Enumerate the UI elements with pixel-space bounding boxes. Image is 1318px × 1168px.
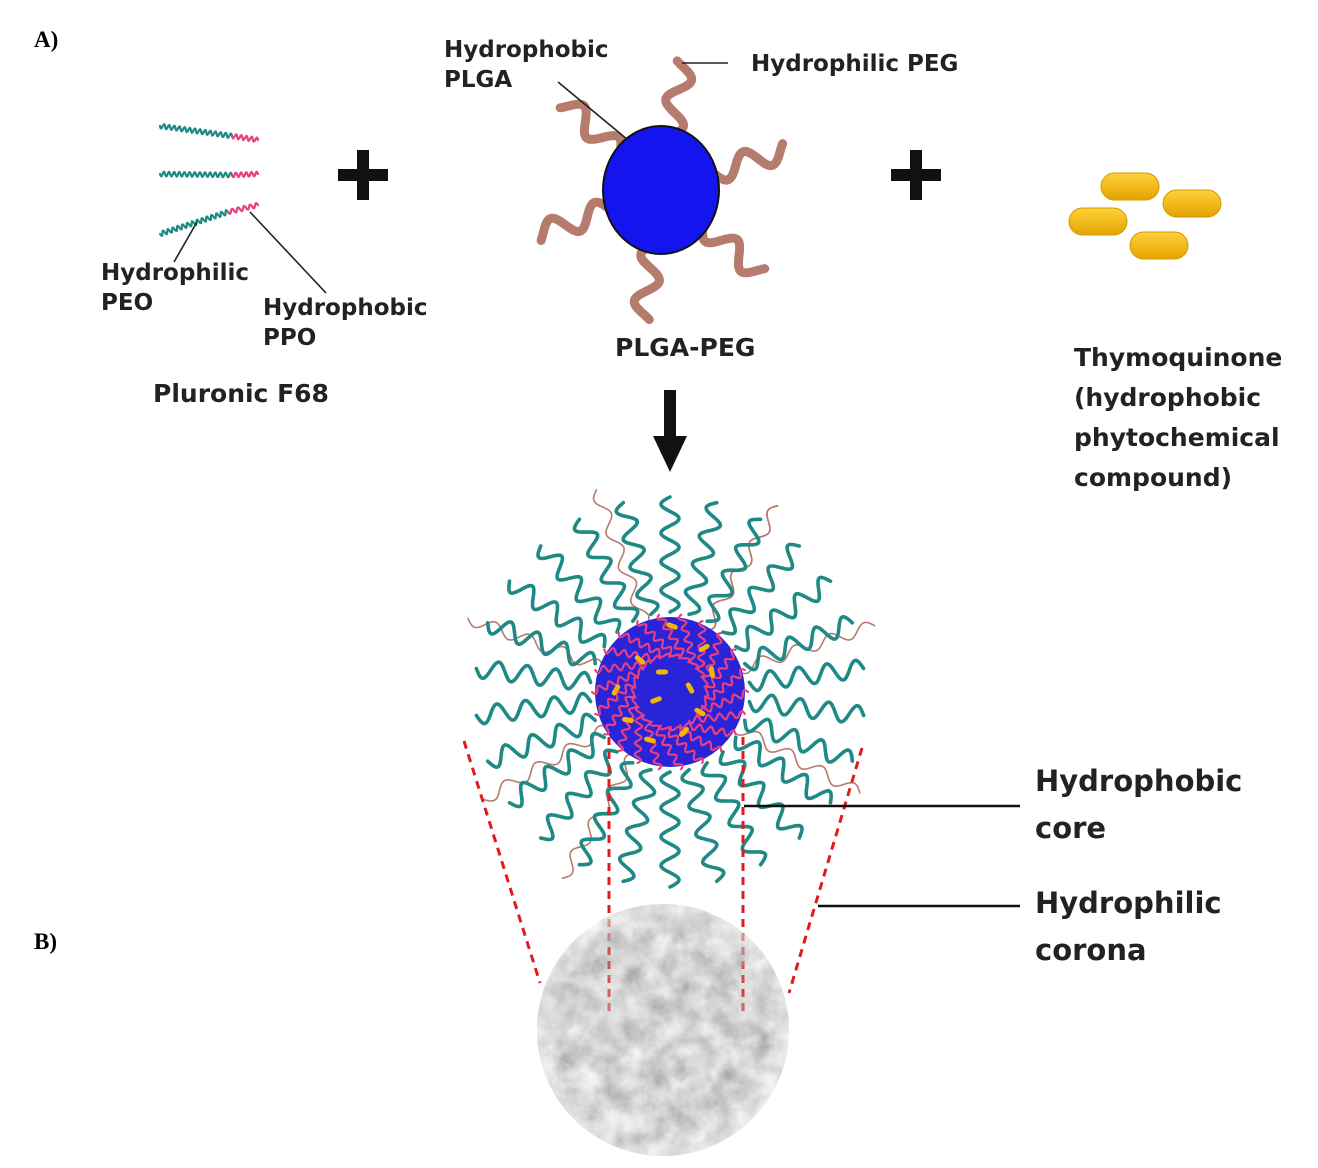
ppo-strand xyxy=(603,646,662,663)
ppo-strand xyxy=(617,696,639,752)
peo-strand xyxy=(718,750,804,840)
drug-molecule xyxy=(708,666,716,678)
drug-molecule xyxy=(666,622,678,630)
drug-molecule xyxy=(685,682,695,694)
peo-strand xyxy=(743,614,855,672)
corona-label: Hydrophilic corona xyxy=(1035,886,1222,967)
plga-peg-name: PLGA-PEG xyxy=(615,333,756,362)
ppo-strand xyxy=(687,709,746,725)
pluronic-chains xyxy=(158,123,260,237)
plus-icon xyxy=(891,150,941,200)
peo-strand xyxy=(747,693,866,724)
ppo-strand xyxy=(701,632,723,688)
ppo-strand xyxy=(590,667,646,696)
peo-chain xyxy=(158,209,230,237)
drug-molecule xyxy=(650,696,662,704)
ppo-strand xyxy=(678,721,737,738)
peo-strand xyxy=(659,495,681,614)
peo-strand xyxy=(572,517,640,623)
peo-strand xyxy=(485,712,597,770)
plga-core xyxy=(602,125,720,255)
guide-dashed-lines xyxy=(462,737,864,1016)
peo-strand xyxy=(743,717,855,764)
ppo-strand xyxy=(656,613,691,665)
peo-strand xyxy=(485,620,597,667)
peo-strand xyxy=(659,770,681,889)
ppo-chain xyxy=(226,201,260,216)
peg-arm xyxy=(661,56,697,141)
peo-strand xyxy=(614,500,660,617)
drug-molecule xyxy=(634,655,646,665)
ppo-chain xyxy=(230,132,260,144)
micelle xyxy=(467,489,876,889)
peo-strand xyxy=(536,544,622,634)
peg-arm xyxy=(536,197,614,245)
ppo-chain xyxy=(230,170,260,179)
ppo-strand xyxy=(694,688,750,717)
peg-arm xyxy=(708,139,788,185)
ppo-strand xyxy=(702,648,737,698)
peo-strand xyxy=(683,500,723,617)
peo-strand xyxy=(721,542,802,636)
ppo-strand xyxy=(594,676,640,716)
panel-label-b: B) xyxy=(34,929,57,954)
ppo-pointer-line xyxy=(249,211,327,294)
ppo-strand xyxy=(617,632,671,660)
peo-strand xyxy=(507,731,606,809)
thymoquinone-molecules xyxy=(1068,172,1222,260)
peo-strand xyxy=(680,767,726,884)
core-label: Hydrophobic core xyxy=(1035,764,1243,845)
peg-thread xyxy=(467,617,605,669)
peo-chain xyxy=(158,123,234,139)
drug-molecule xyxy=(679,727,689,737)
plga-peg-particle xyxy=(536,56,788,325)
peo-strand xyxy=(474,660,593,691)
ppo-strand xyxy=(649,719,684,771)
peg-thread xyxy=(592,489,650,627)
peo-strand xyxy=(705,517,763,623)
peo-strand xyxy=(617,767,657,884)
peo-chain xyxy=(158,170,234,179)
drug-molecule xyxy=(611,684,621,696)
peo-strand xyxy=(577,761,635,867)
peo-strand xyxy=(538,748,619,842)
peg-arm xyxy=(555,99,626,158)
panel-label-a: A) xyxy=(34,27,59,52)
peo-strand xyxy=(747,658,866,693)
thymoquinone-label: Thymoquinone (hydrophobic phytochemical … xyxy=(1074,343,1283,492)
drug-molecule xyxy=(644,736,656,744)
drug-molecule xyxy=(656,669,668,675)
peo-strand xyxy=(474,691,593,726)
peg-arm xyxy=(629,240,664,325)
down-arrow-icon xyxy=(653,390,687,472)
peg-arm xyxy=(698,220,770,278)
peg-label: Hydrophilic PEG xyxy=(751,51,959,77)
drug-molecule xyxy=(622,716,634,724)
plga-label: Hydrophobic PLGA xyxy=(444,37,609,93)
ppo-strand xyxy=(603,686,638,736)
peo-strand xyxy=(734,575,833,653)
ppo-strand xyxy=(669,724,723,752)
peo-strand xyxy=(700,761,768,867)
nanoparticle-tem-image xyxy=(537,904,789,1156)
drug-molecule xyxy=(694,707,706,717)
ppo-strand xyxy=(677,613,699,671)
ppo-strand xyxy=(635,619,681,661)
peo-pointer-line xyxy=(173,221,198,263)
ppo-strand xyxy=(700,668,746,708)
ppo-strand xyxy=(659,723,705,765)
peo-strand xyxy=(733,735,833,805)
peg-thread xyxy=(731,724,861,794)
ppo-label: Hydrophobic PPO xyxy=(263,295,428,351)
peo-label: Hydrophilic PEO xyxy=(101,260,249,316)
plus-icon xyxy=(338,150,388,200)
drug-molecule xyxy=(698,643,710,653)
pluronic-name: Pluronic F68 xyxy=(153,379,329,408)
plga-pointer-line xyxy=(557,81,629,141)
ppo-strand xyxy=(594,659,653,675)
peo-strand xyxy=(507,579,607,649)
ppo-strand xyxy=(633,705,644,765)
